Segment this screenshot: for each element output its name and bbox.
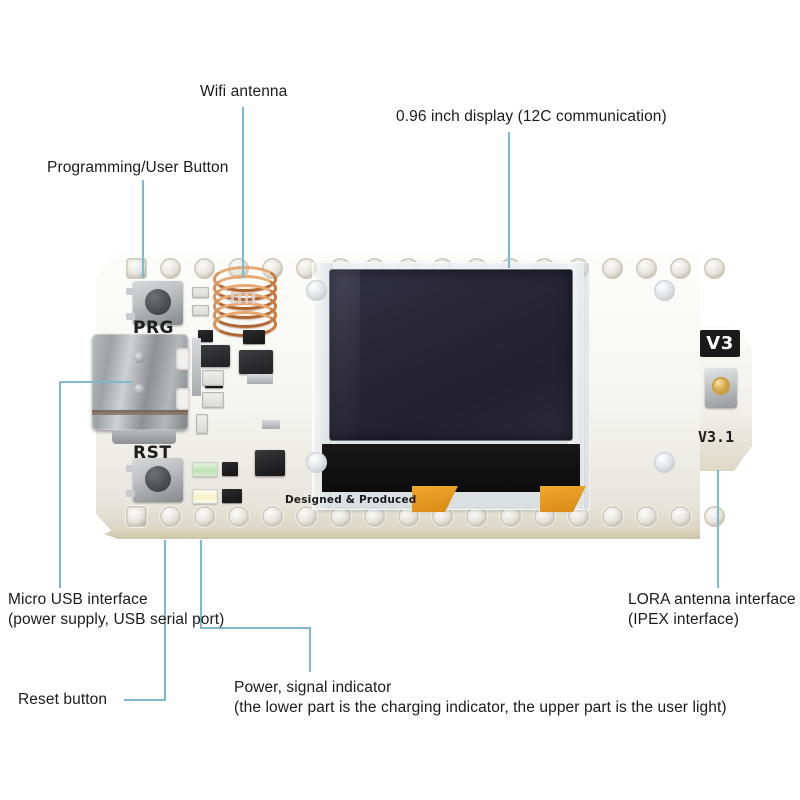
- smd-pad: [247, 374, 273, 384]
- smd-resistor: [196, 414, 208, 434]
- annotation-power-indicator-line1: Power, signal indicator: [234, 679, 392, 696]
- smd-resistor: [202, 370, 224, 386]
- annotation-lora-antenna-line1: LORA antenna interface: [628, 591, 796, 608]
- smd-capacitor: [198, 330, 213, 342]
- header-hole: [160, 258, 181, 279]
- header-hole: [602, 506, 623, 527]
- annotation-micro-usb-line1: Micro USB interface: [8, 591, 148, 608]
- header-hole: [364, 506, 385, 527]
- header-hole: [704, 506, 725, 527]
- header-hole: [636, 506, 657, 527]
- smd-transistor: [200, 345, 230, 367]
- button-leg: [126, 490, 135, 497]
- header-hole: [194, 258, 215, 279]
- usb-shield-dimple: [134, 384, 145, 395]
- leader-reset-button: [124, 540, 167, 702]
- header-hole: [704, 258, 725, 279]
- smd-regulator: [239, 350, 273, 374]
- oled-screen: [330, 270, 572, 440]
- button-leg: [126, 288, 135, 295]
- usb-shield-dimple: [134, 352, 145, 363]
- smd-resistor: [192, 305, 209, 316]
- wifi-coil-antenna: [211, 266, 277, 337]
- button-leg: [126, 465, 135, 472]
- header-hole: [670, 258, 691, 279]
- annotation-power-indicator-line2: (the lower part is the charging indicato…: [234, 699, 727, 716]
- charging-indicator-led: [192, 489, 218, 504]
- smd-pad-strip: [192, 338, 201, 396]
- header-hole: [296, 506, 317, 527]
- version-badge-label: V3: [706, 333, 734, 354]
- smd-pad: [262, 420, 280, 429]
- power-management-ic: [251, 450, 289, 476]
- smd-resistor: [192, 287, 209, 298]
- annotation-wifi-antenna: Wifi antenna: [200, 83, 288, 100]
- header-hole: [330, 506, 351, 527]
- coil-pads: [231, 292, 255, 304]
- version-text: V3.1: [698, 428, 735, 446]
- usb-shield-slot: [176, 348, 190, 370]
- header-hole: [194, 506, 215, 527]
- silkscreen-rst: RST: [133, 443, 172, 463]
- header-hole: [500, 506, 521, 527]
- header-hole: [126, 258, 147, 279]
- header-hole: [296, 258, 317, 279]
- header-hole: [126, 506, 147, 527]
- annotation-reset-button: Reset button: [18, 691, 108, 708]
- leader-power-indicator: [199, 540, 312, 672]
- annotation-lora-antenna-line2: (IPEX interface): [628, 611, 740, 628]
- header-hole: [228, 506, 249, 527]
- header-hole: [160, 506, 181, 527]
- display-standoff: [306, 280, 327, 301]
- display-standoff: [654, 280, 675, 301]
- button-leg: [126, 313, 135, 320]
- silkscreen-prg: PRG: [133, 318, 175, 338]
- programming-user-button[interactable]: [133, 281, 183, 325]
- oled-display-module: [312, 262, 590, 510]
- usb-shield-slot: [176, 388, 190, 410]
- header-hole: [466, 506, 487, 527]
- oled-bezel: [322, 444, 580, 492]
- annotation-programming-button: Programming/User Button: [47, 159, 229, 176]
- led-driver-resistor: [222, 462, 238, 476]
- smd-resistor: [202, 392, 224, 408]
- annotation-micro-usb-line2: (power supply, USB serial port): [8, 611, 225, 628]
- usb-shield-seam: [92, 410, 188, 415]
- ipex-lora-antenna-connector[interactable]: [705, 368, 737, 408]
- version-badge: V3: [700, 330, 740, 357]
- usb-mount-tab: [112, 430, 176, 444]
- silkscreen-designed-text: Designed & Produced: [285, 494, 417, 506]
- led-driver-resistor: [222, 489, 242, 503]
- header-hole: [602, 258, 623, 279]
- header-hole: [670, 506, 691, 527]
- user-light-led: [192, 462, 218, 477]
- header-hole: [636, 258, 657, 279]
- annotation-display: 0.96 inch display (12C communication): [396, 108, 667, 125]
- display-standoff: [306, 452, 327, 473]
- display-standoff: [654, 452, 675, 473]
- reset-button[interactable]: [133, 458, 183, 502]
- pcb-bottom-edge: [104, 528, 700, 539]
- smd-diode: [243, 330, 265, 344]
- header-hole: [262, 506, 283, 527]
